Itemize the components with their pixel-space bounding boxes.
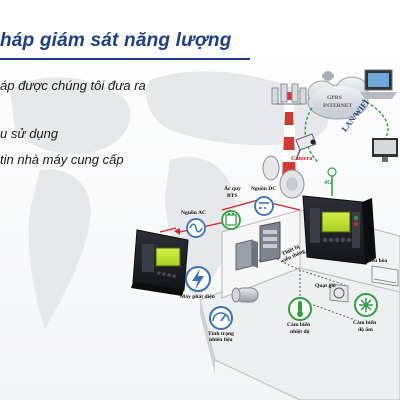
bullet-line-3: tin nhà máy cung cấp [0, 152, 124, 167]
fuel-tank [231, 287, 259, 303]
label-nguon-dc: Nguồn DC [251, 186, 277, 192]
label-4g: 4G [324, 179, 332, 186]
title-underline [0, 58, 250, 60]
label-nguon-ac: Nguồn AC [181, 210, 207, 216]
humidity-sensor-icon [354, 293, 378, 317]
label-may-phat-dien: Máy phát điện [180, 294, 215, 300]
label-cam-bien-nhiet: Cảm biến [287, 322, 311, 328]
battery-cabinet [235, 239, 258, 271]
label-internet: INTERNET [323, 103, 353, 109]
cell-tower [262, 83, 307, 181]
label-tinh-trang: Tình trạng [208, 331, 234, 337]
controller-device-main [302, 195, 376, 265]
label-acquy: Ắc quy [224, 186, 241, 192]
bullet-line-2: u sử dụng [0, 126, 59, 141]
4g-icon [327, 167, 337, 196]
satellite-dish [279, 169, 305, 199]
temperature-sensor-icon [288, 297, 312, 321]
label-nhiet-do: nhiệt độ [290, 329, 310, 335]
generator-icon [185, 266, 211, 292]
laptop-icon [360, 69, 397, 99]
battery-bts-icon [221, 210, 241, 230]
label-bts: BTS [227, 193, 238, 199]
label-dieu-hoa: Điều hòa [366, 258, 388, 264]
air-conditioner [371, 265, 399, 287]
label-do-am: độ ẩm [358, 327, 373, 333]
slide-title: háp giám sát năng lượng [0, 30, 232, 51]
telecom-equipment [259, 221, 281, 263]
camera-icon [295, 133, 317, 161]
dc-source-icon [254, 196, 274, 216]
fuel-level-icon [209, 306, 233, 330]
bullet-line-1: áp được chúng tôi đưa ra [0, 78, 146, 93]
cloud-gprs [307, 76, 369, 120]
label-nhien-lieu: nhiên liệu [209, 337, 233, 343]
weather-icon [322, 71, 334, 81]
link-arc-right [361, 99, 389, 139]
controller-device-generator [131, 229, 189, 296]
monitor-icon [372, 138, 398, 162]
ac-source-icon [186, 218, 206, 238]
label-camera: Camera [291, 155, 313, 162]
fan [329, 283, 349, 303]
label-cam-bien-do-am: Cảm biến [353, 320, 377, 326]
label-gprs: GPRS [327, 95, 342, 101]
label-quat-gio: Quạt gió [315, 283, 336, 289]
